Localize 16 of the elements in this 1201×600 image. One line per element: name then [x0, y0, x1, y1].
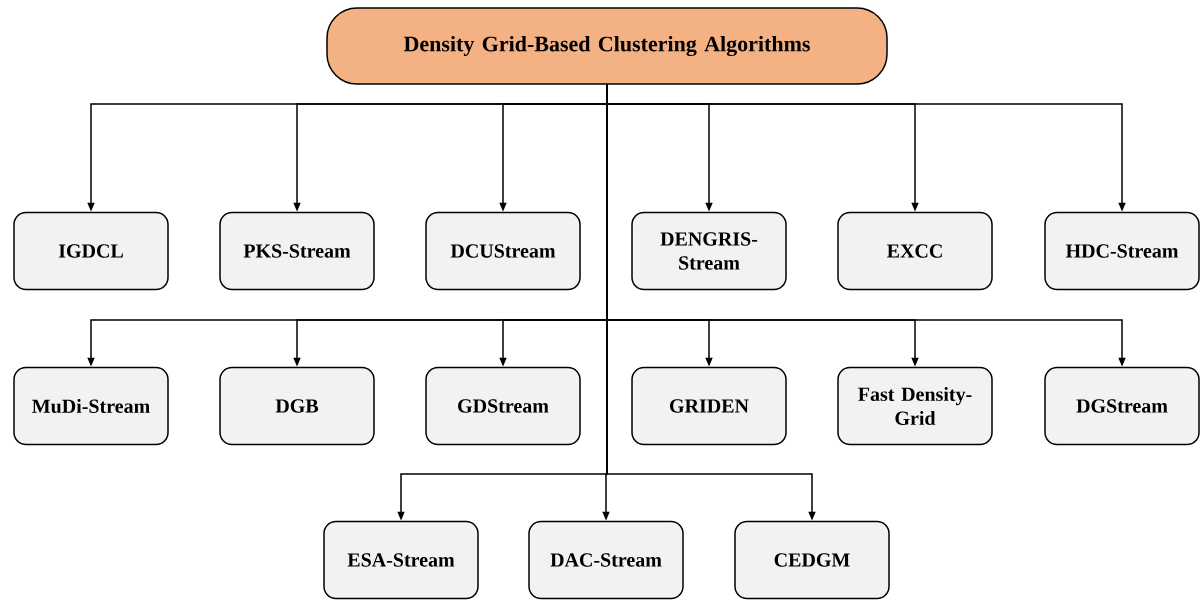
algorithm-box: DCUStream [425, 211, 581, 291]
algorithm-box: Fast Density-Grid [837, 366, 993, 446]
algorithm-box: CEDGM [734, 520, 890, 600]
algorithm-box: HDC-Stream [1044, 211, 1200, 291]
algorithm-box: MuDi-Stream [13, 366, 169, 446]
algorithm-box: DAC-Stream [528, 520, 684, 600]
algorithm-box: IGDCL [13, 211, 169, 291]
algorithm-box: DGB [219, 366, 375, 446]
algorithm-box: EXCC [837, 211, 993, 291]
title-box: Density Grid-Based Clustering Algorithms [326, 7, 888, 85]
algorithm-box: DENGRIS-Stream [631, 211, 787, 291]
algorithm-box: PKS-Stream [219, 211, 375, 291]
algorithm-box: GRIDEN [631, 366, 787, 446]
algorithm-box: DGStream [1044, 366, 1200, 446]
algorithm-box: ESA-Stream [323, 520, 479, 600]
algorithm-box: GDStream [425, 366, 581, 446]
